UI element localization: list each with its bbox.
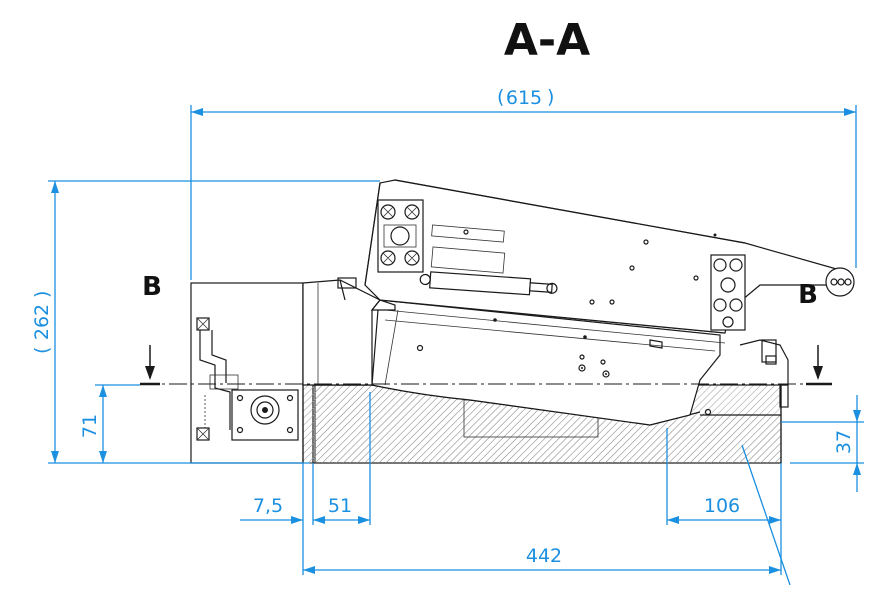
roller-end [825, 267, 855, 297]
trough-fill [313, 385, 781, 463]
dim-overall-length-value: 615 [506, 87, 542, 109]
section-marker-left: B [140, 272, 162, 386]
tilted-tray [371, 299, 721, 426]
dim-right-height: 37 [781, 395, 864, 492]
dim-offset-inner: 51 [313, 392, 371, 525]
gear-outer-circle [250, 395, 280, 425]
svg-text:(: ( [497, 86, 504, 108]
dim-base-length: 442 [303, 545, 781, 574]
mid-body [302, 279, 381, 386]
dim-overall-height: ( 262 ) [31, 180, 380, 464]
dim-overall-height-value: 262 [31, 304, 53, 340]
dim-base-height: 71 [79, 384, 140, 463]
dim-right-segment-value: 106 [704, 495, 740, 517]
dim-offset-left-value: 7,5 [253, 495, 283, 517]
dim-offset-inner-value: 51 [328, 495, 352, 517]
dim-overall-length: ( 615 ) [190, 86, 857, 280]
section-marker-right: B [798, 280, 832, 386]
dim-right-height-value: 37 [833, 430, 855, 454]
section-label-right: B [798, 280, 818, 310]
machine-outline [140, 179, 855, 464]
section-label-left: B [142, 272, 162, 302]
dim-right-segment: 106 [666, 428, 782, 575]
svg-text:(: ( [31, 347, 53, 354]
svg-text:): ) [547, 86, 554, 108]
gas-spring [419, 271, 558, 296]
dim-base-length-value: 442 [526, 545, 562, 567]
dim-offset-left: 7,5 [240, 463, 325, 575]
dim-base-height-value: 71 [79, 414, 101, 438]
svg-text:): ) [31, 291, 53, 298]
section-title: A-A [504, 15, 590, 66]
leader-line [741, 444, 791, 586]
